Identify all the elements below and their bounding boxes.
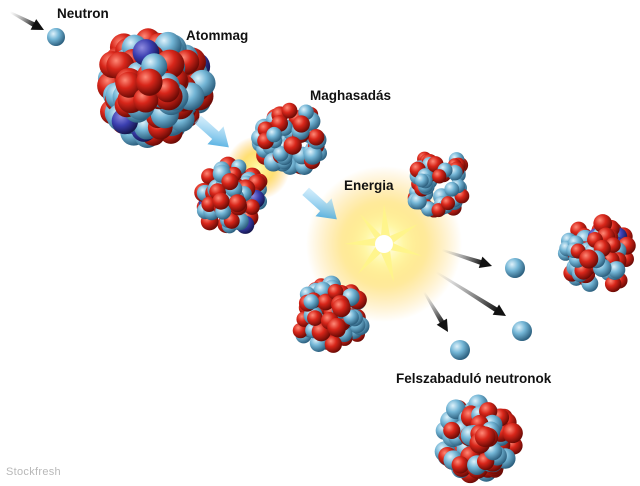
released-neutron-2 xyxy=(512,321,532,341)
released-neutron-arrow-2 xyxy=(435,271,507,316)
stockfresh-watermark: Stockfresh xyxy=(6,466,61,478)
uranium-nucleus xyxy=(97,28,216,148)
label-fission: Maghasadás xyxy=(310,88,392,103)
product-nucleus-bottom xyxy=(434,394,523,484)
energy-step-arrow xyxy=(302,187,337,220)
fission-step-arrow xyxy=(194,115,229,148)
incoming-neutron xyxy=(47,28,65,46)
label-energy: Energia xyxy=(344,178,394,193)
product-nucleus-left xyxy=(292,275,370,353)
product-nucleus-right xyxy=(557,214,636,293)
released-neutron-1 xyxy=(505,258,525,278)
released-neutron-3 xyxy=(450,340,470,360)
product-nucleus-upper xyxy=(407,151,470,218)
label-neutron: Neutron xyxy=(57,6,109,21)
incoming-neutron-arrow xyxy=(9,11,45,30)
released-neutron-arrow-3 xyxy=(423,291,448,332)
label-released-neutrons: Felszabaduló neutronok xyxy=(396,371,552,386)
fission-fragment-lower xyxy=(194,156,268,234)
fission-fragment-upper xyxy=(251,102,328,175)
released-neutron-arrow-1 xyxy=(441,249,493,269)
energy-burst-icon xyxy=(344,204,422,282)
label-nucleus: Atommag xyxy=(186,28,249,43)
